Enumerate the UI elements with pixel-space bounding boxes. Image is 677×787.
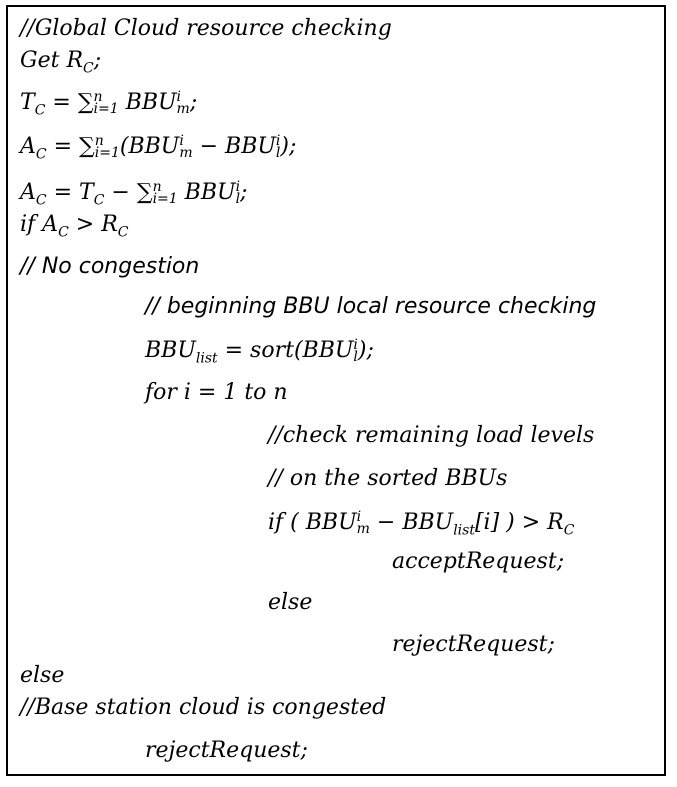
if-ac-gt-rc: if AC > RC [20,212,129,241]
comment-congested: //Base station cloud is congested [20,695,387,720]
reject-request-inner: rejectRequest; [392,632,555,657]
inner-else: else [268,590,313,615]
for-loop: for i = 1 to n [145,380,288,405]
comment-local-check: // beginning BBU local resource checking [145,294,597,319]
comment-no-congestion: // No congestion [20,254,200,279]
accept-request: acceptRequest; [392,549,565,574]
reject-request-outer: rejectRequest; [145,738,308,763]
comment-global-check: //Global Cloud resource checking [20,16,392,41]
algorithm-box [6,5,666,776]
outer-else: else [20,663,65,688]
comment-sorted-bbus: // on the sorted BBUs [268,466,508,491]
comment-remaining-load: //check remaining load levels [268,423,595,448]
get-rc-line: Get RC; [20,48,102,77]
